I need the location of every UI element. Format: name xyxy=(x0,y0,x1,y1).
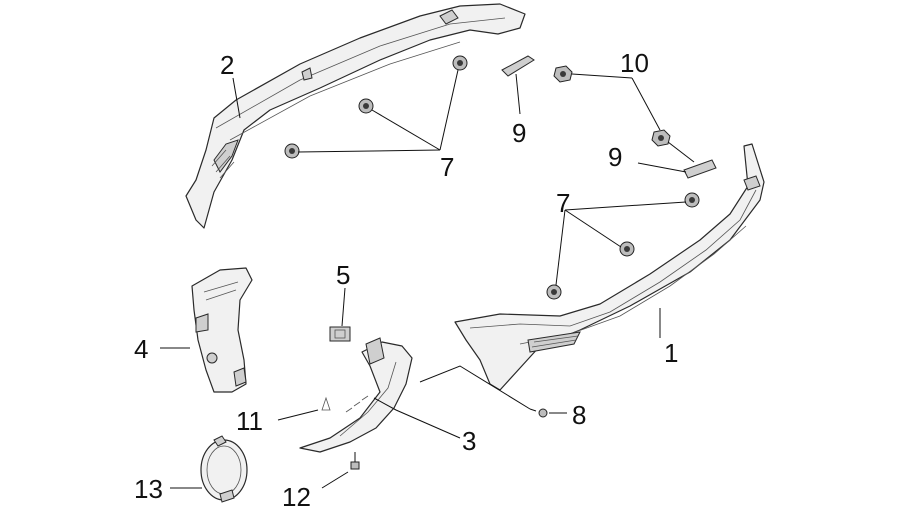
leader-9b xyxy=(637,162,687,173)
leader-5 xyxy=(341,287,346,327)
leader-10-2 xyxy=(631,77,661,131)
callout-11: 11 xyxy=(236,406,263,436)
part-5-clip xyxy=(329,326,351,342)
leader-7b-1 xyxy=(564,201,687,211)
leader-3 xyxy=(373,397,461,439)
part-7-grommet xyxy=(684,192,700,208)
callout-9-lower: 9 xyxy=(608,142,622,172)
part-7-grommet xyxy=(546,284,562,300)
callout-7-upper: 7 xyxy=(440,152,454,182)
part-8-screw xyxy=(529,408,548,418)
leader-8-b xyxy=(419,365,531,410)
callout-3: 3 xyxy=(462,426,476,456)
callout-8: 8 xyxy=(572,400,586,430)
callout-7-lower: 7 xyxy=(556,188,570,218)
callout-10: 10 xyxy=(620,48,649,78)
callout-5: 5 xyxy=(336,260,350,290)
leader-11 xyxy=(277,409,319,421)
callout-12: 12 xyxy=(282,482,311,512)
part-10-nut-lower xyxy=(651,129,671,147)
part-12-screw xyxy=(350,452,360,470)
part-7-grommet xyxy=(358,98,374,114)
leader-7b-3 xyxy=(555,209,566,286)
callout-9-upper: 9 xyxy=(512,118,526,148)
part-4-inner-cover xyxy=(191,267,253,393)
leader-10-link xyxy=(667,141,695,163)
leader-12 xyxy=(321,471,349,489)
callout-13: 13 xyxy=(134,474,163,504)
part-2-upper-side-panel xyxy=(185,3,526,229)
part-7-grommet xyxy=(284,143,300,159)
part-11-fastener xyxy=(321,396,331,411)
part-3-bracket-trim xyxy=(299,337,413,453)
part-7-grommet xyxy=(452,55,468,71)
leader-7b-2 xyxy=(564,209,622,248)
part-10-nut-upper xyxy=(553,65,573,83)
leader-2 xyxy=(232,77,241,119)
leader-7a-1 xyxy=(297,149,441,153)
leader-9a xyxy=(515,73,521,115)
leader-lines xyxy=(160,69,695,489)
callout-1: 1 xyxy=(664,338,678,368)
part-1-lower-side-panel xyxy=(454,143,765,391)
leader-10-1 xyxy=(571,73,633,79)
callout-labels: 1 2 3 4 5 7 7 8 9 9 10 11 12 13 xyxy=(134,48,678,512)
part-13-round-cap xyxy=(200,435,248,503)
part-9-bracket-lower xyxy=(683,159,717,179)
callout-4: 4 xyxy=(134,334,148,364)
leader-7a-2 xyxy=(371,109,441,151)
part-7-grommet xyxy=(619,241,635,257)
part-9-bracket-upper xyxy=(501,55,535,77)
callout-2: 2 xyxy=(220,50,234,80)
leader-7a-3 xyxy=(439,69,459,151)
